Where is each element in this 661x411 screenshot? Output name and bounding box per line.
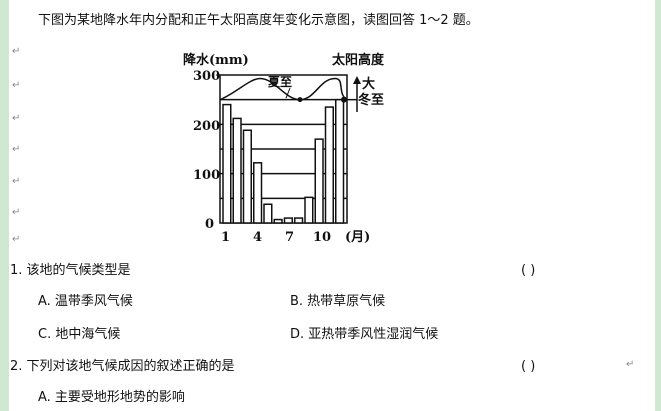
x-tick-label: 10: [313, 230, 331, 245]
precipitation-bar: [314, 138, 324, 224]
x-tick-label: 1: [221, 230, 230, 245]
precipitation-bar: [232, 117, 242, 224]
precipitation-bar: [242, 129, 252, 224]
precipitation-bar: [263, 203, 273, 224]
option-c: C. 地中海气候: [38, 327, 121, 342]
x-axis-label: (月): [345, 230, 370, 245]
option-b: B. 热带草原气候: [290, 294, 386, 309]
summer-solstice-label: 夏至: [268, 75, 292, 89]
y2-axis-label: 太阳高度: [331, 52, 385, 68]
question-1-stem: 1. 该地的气候类型是: [10, 263, 131, 278]
large-label: 大: [362, 76, 375, 92]
y-tick-label: 300: [193, 69, 220, 84]
y-tick-label: 200: [193, 119, 220, 134]
answer-paren: ( ): [521, 359, 536, 374]
winter-solstice-dot: [341, 96, 347, 103]
summer-leader: [285, 87, 291, 99]
precipitation-bar: [283, 217, 293, 224]
x-tick-label: 4: [253, 230, 262, 245]
y-tick-label: 100: [193, 168, 220, 183]
precipitation-bar: [324, 106, 334, 224]
arrow-up-icon: [353, 76, 361, 84]
precipitation-bar: [335, 98, 345, 224]
precipitation-bar: [273, 218, 283, 224]
precipitation-bar: [222, 103, 232, 224]
option-d: D. 亚热带季风性湿润气候: [290, 327, 439, 342]
precipitation-bar: [294, 217, 304, 224]
summer-solstice-dot: [297, 97, 303, 103]
precipitation-bar: [253, 162, 263, 224]
x-tick-label: 7: [285, 230, 294, 245]
option-a: A. 温带季风气候: [38, 294, 133, 309]
question-2-stem: 2. 下列对该地气候成因的叙述正确的是: [10, 359, 235, 374]
answer-paren: ( ): [521, 263, 536, 278]
plot-frame: [219, 74, 348, 224]
intro-text: 下图为某地降水年内分配和正午太阳高度年变化示意图，读图回答 1～2 题。: [38, 13, 479, 28]
y-tick-label: 0: [205, 217, 214, 232]
option-a: A. 主要受地形地势的影响: [38, 390, 185, 405]
y-axis-label: 降水(mm): [183, 52, 249, 68]
winter-solstice-label: 冬至: [358, 92, 384, 108]
precipitation-bar: [304, 196, 314, 224]
document-page: 下图为某地降水年内分配和正午太阳高度年变化示意图，读图回答 1～2 题。 1. …: [9, 0, 655, 411]
